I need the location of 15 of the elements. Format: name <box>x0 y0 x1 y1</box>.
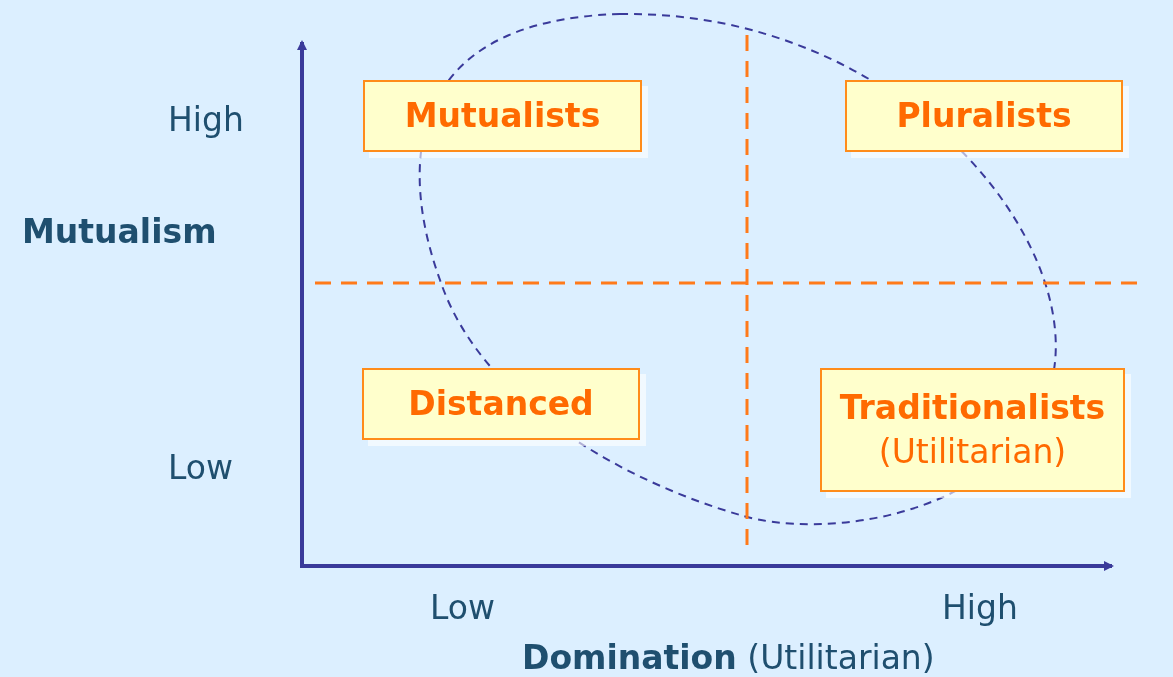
axis-title: Domination (Utilitarian) <box>522 638 935 677</box>
quadrant-title: Pluralists <box>896 95 1072 137</box>
axis-tick-label: High <box>168 100 244 140</box>
quadrant-box <box>363 80 642 152</box>
quadrant-title: Distanced <box>408 383 594 425</box>
axis-tick-label: High <box>942 588 1018 628</box>
axis-tick-label: Low <box>430 588 495 628</box>
quadrant-box <box>845 80 1123 152</box>
quadrant-box <box>362 368 640 440</box>
axis-tick-label: Low <box>168 448 233 488</box>
quadrant-box <box>820 368 1125 492</box>
quadrant-title: Mutualists <box>404 95 601 137</box>
quadrant-title: Traditionalists <box>839 387 1106 429</box>
axis-title: Mutualism <box>22 212 217 252</box>
quadrant-subtitle: (Utilitarian) <box>878 431 1067 473</box>
